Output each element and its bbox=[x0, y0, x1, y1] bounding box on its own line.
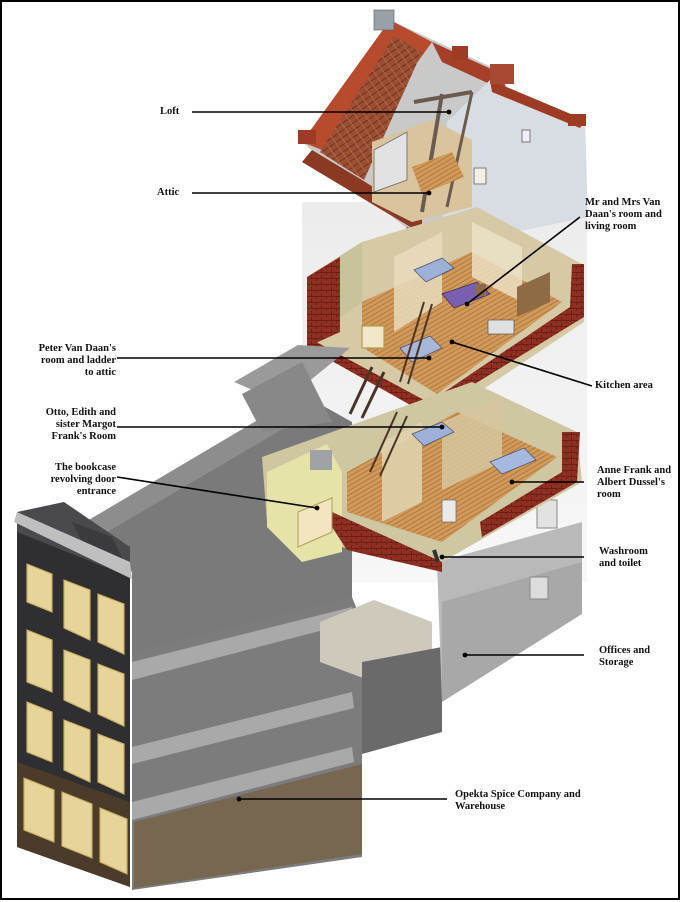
label-washroom: Washroom and toilet bbox=[599, 546, 648, 569]
label-offices: Offices and Storage bbox=[599, 645, 651, 668]
label-van-daan-room: Mr and Mrs Van Daan's room and living ro… bbox=[585, 197, 662, 232]
lower-annex-section bbox=[262, 382, 582, 572]
roof-section bbox=[298, 9, 588, 292]
label-otto-room: Otto, Edith and sister Margot Frank's Ro… bbox=[45, 407, 116, 442]
leader-bookcase bbox=[116, 476, 318, 509]
leader-lines bbox=[116, 111, 593, 800]
label-loft: Loft bbox=[160, 106, 180, 117]
label-attic: Attic bbox=[157, 187, 180, 198]
leader-van-daan bbox=[466, 216, 581, 305]
label-kitchen: Kitchen area bbox=[595, 380, 653, 391]
leader-dots bbox=[236, 109, 515, 802]
label-anne-room: Anne Frank and Albert Dussel's room bbox=[597, 465, 672, 500]
label-warehouse: Opekta Spice Company and Warehouse bbox=[455, 789, 581, 812]
label-peter-room: Peter Van Daan's room and ladder to atti… bbox=[38, 343, 116, 378]
label-bookcase: The bookcase revolving door entrance bbox=[50, 462, 116, 497]
leader-kitchen bbox=[451, 341, 593, 387]
main-building bbox=[14, 362, 582, 890]
